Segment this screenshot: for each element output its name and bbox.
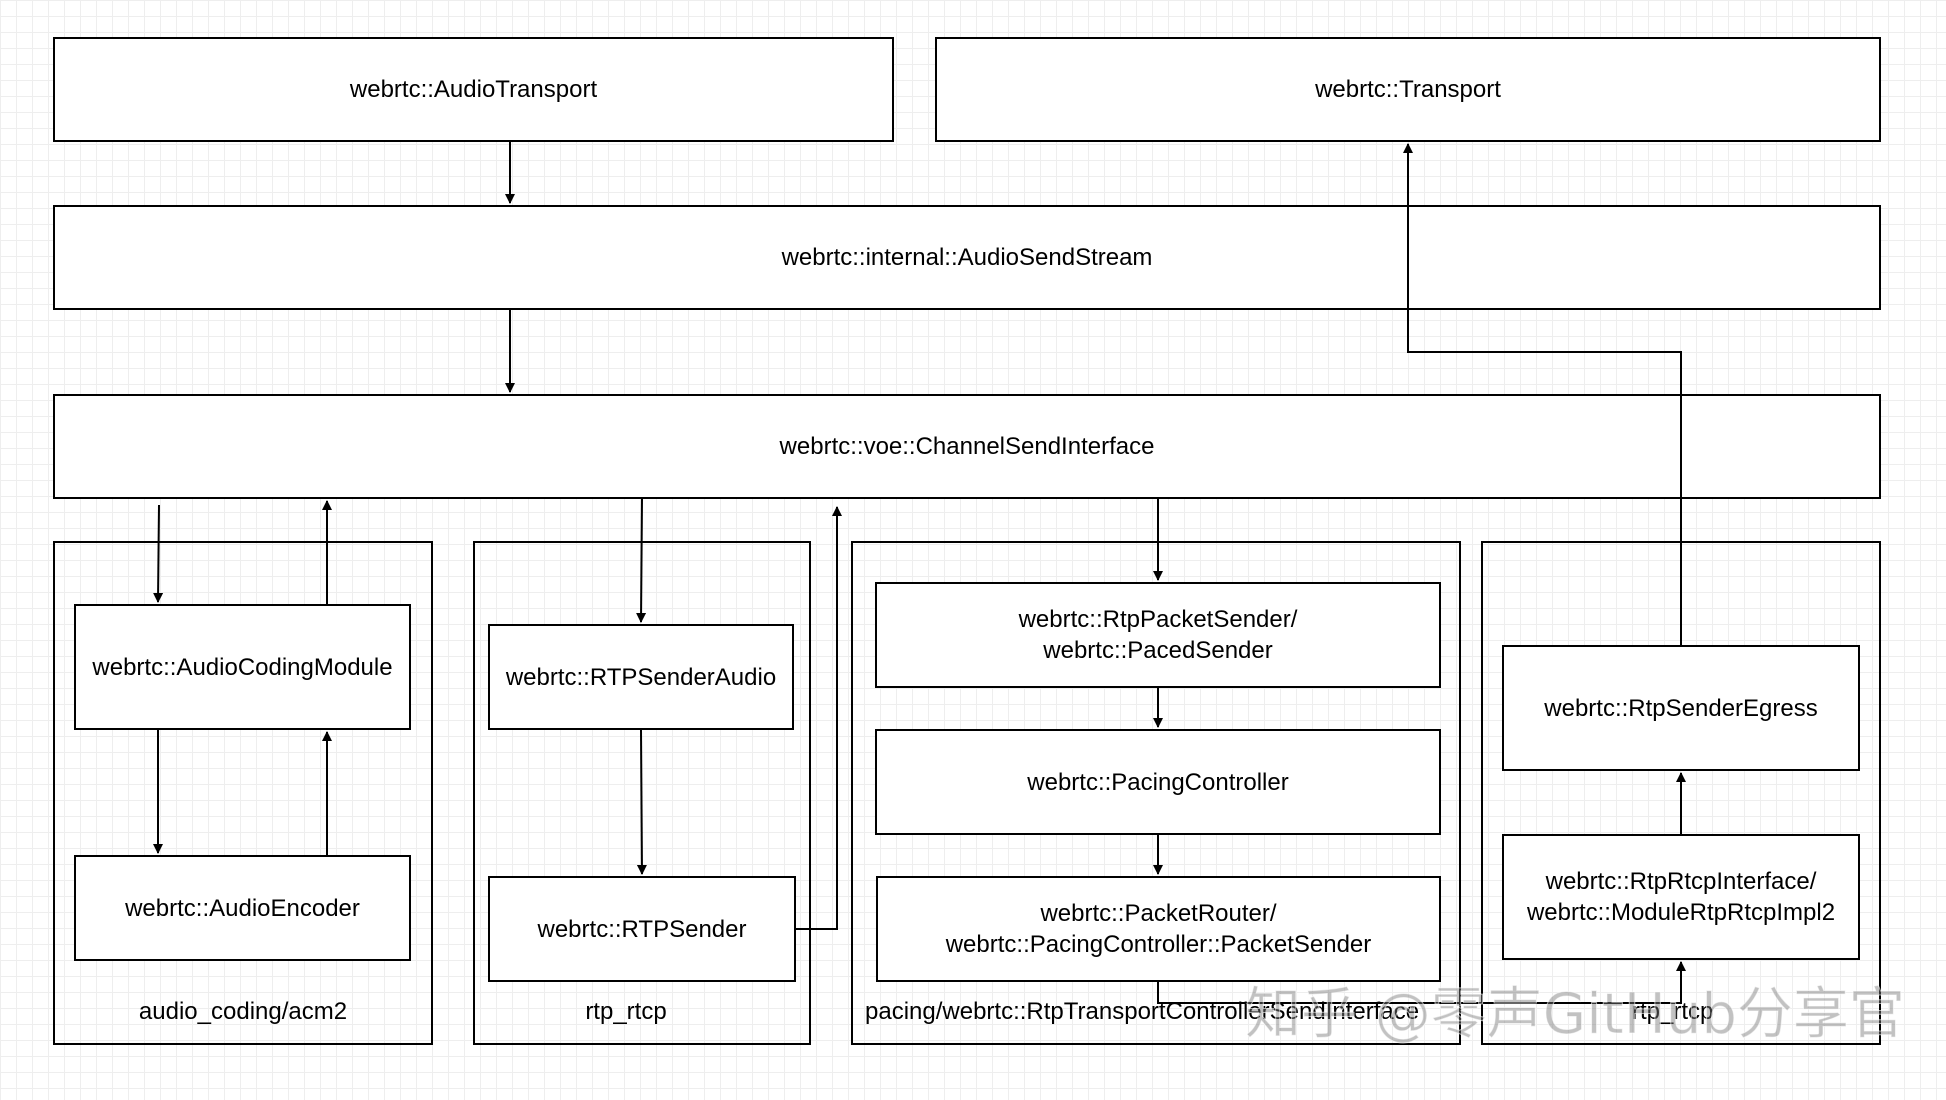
group-pacing — [851, 541, 1461, 1045]
audio-transport-label: webrtc::AudioTransport — [349, 76, 598, 103]
rtp-sender-audio-label: webrtc::RTPSenderAudio — [505, 663, 777, 691]
rtp-sender-label: webrtc::RTPSender — [537, 915, 747, 943]
arrow-packetrouter-to-rtprtcpinterface — [1157, 961, 1686, 1004]
audio-encoder-label: webrtc::AudioEncoder — [125, 894, 360, 922]
arrow-channelsend-to-rtpsenderaudio — [636, 498, 647, 623]
audio-transport-box[interactable]: webrtc::AudioTransport — [53, 37, 894, 142]
audio-send-stream-box[interactable]: webrtc::internal::AudioSendStream — [53, 205, 1881, 310]
arrow-egress-to-transport — [1403, 143, 1682, 645]
group-acm2 — [53, 541, 433, 1045]
packet-router-label: webrtc::PacketRouter/ webrtc::PacingCont… — [945, 900, 1372, 958]
rtp-sender-egress-box[interactable]: webrtc::RtpSenderEgress — [1502, 645, 1860, 771]
arrow-channelsend-to-acm — [153, 504, 164, 603]
audio-coding-module-label: webrtc::AudioCodingModule — [92, 653, 393, 681]
group-rtp-rtcp-right-label: rtp_rtcp — [1632, 998, 1714, 1025]
group-pacing-label: pacing/webrtc::RtpTransportControllerSen… — [865, 998, 1420, 1025]
group-acm2-label: audio_coding/acm2 — [138, 998, 348, 1025]
channel-send-interface-box[interactable]: webrtc::voe::ChannelSendInterface — [53, 394, 1881, 499]
rtp-packet-sender-box[interactable]: webrtc::RtpPacketSender/ webrtc::PacedSe… — [875, 582, 1441, 688]
channel-send-interface-label: webrtc::voe::ChannelSendInterface — [779, 433, 1155, 460]
transport-box[interactable]: webrtc::Transport — [935, 37, 1881, 142]
transport-label: webrtc::Transport — [1315, 76, 1501, 103]
rtp-sender-box[interactable]: webrtc::RTPSender — [488, 876, 796, 982]
audio-encoder-box[interactable]: webrtc::AudioEncoder — [74, 855, 411, 961]
pacing-controller-box[interactable]: webrtc::PacingController — [875, 729, 1441, 835]
rtp-sender-audio-box[interactable]: webrtc::RTPSenderAudio — [488, 624, 794, 730]
rtp-packet-sender-label: webrtc::RtpPacketSender/ webrtc::PacedSe… — [1018, 606, 1298, 664]
pacing-controller-label: webrtc::PacingController — [1027, 768, 1289, 796]
rtp-sender-egress-label: webrtc::RtpSenderEgress — [1544, 694, 1818, 722]
rtp-rtcp-interface-label: webrtc::RtpRtcpInterface/ webrtc::Module… — [1526, 868, 1836, 926]
arrow-rtpsenderaudio-to-rtpsender — [636, 729, 647, 875]
group-rtp-rtcp-left-label: rtp_rtcp — [585, 998, 667, 1025]
audio-send-stream-label: webrtc::internal::AudioSendStream — [781, 244, 1153, 271]
packet-router-box[interactable]: webrtc::PacketRouter/ webrtc::PacingCont… — [876, 876, 1441, 982]
rtp-rtcp-interface-box[interactable]: webrtc::RtpRtcpInterface/ webrtc::Module… — [1502, 834, 1860, 960]
arrow-rtpsender-to-channelsend — [796, 506, 842, 930]
audio-coding-module-box[interactable]: webrtc::AudioCodingModule — [74, 604, 411, 730]
watermark-text: 知乎 @零声GitHub分享官 — [1245, 982, 1906, 1047]
